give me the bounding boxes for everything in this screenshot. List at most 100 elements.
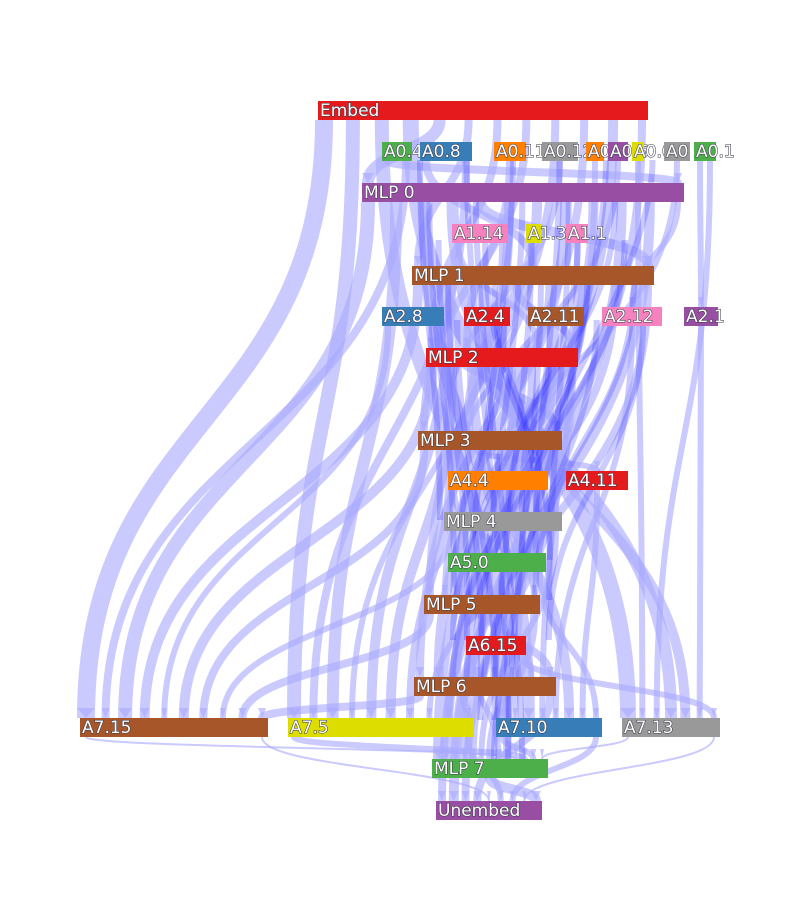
node-bar-a0_4 [382,142,412,161]
node-a2_12[interactable]: A2.12 [602,306,662,328]
node-bar-a2_8 [382,307,444,326]
dense-link [546,199,572,601]
link-a5_0-to-a7_10 [537,571,599,719]
link-arrow-mlp5-to-a7_5 [444,708,453,718]
link-a4_4-to-mlp5 [451,489,537,596]
link-arrow-a7_13-to-mlp7 [540,749,544,759]
node-a1_3[interactable]: A1.3 [526,223,567,245]
link-a2_8-to-a7_15 [161,325,391,719]
link-arrow-mlp3-to-a7_5 [406,708,414,718]
node-label-mlp3: MLP 3 [420,431,471,451]
node-a0_4[interactable]: A0.4 [382,141,423,163]
link-arrow-a2_12-to-a7_10 [552,708,559,718]
link-arrow-mlp2-to-a7_15 [178,708,189,718]
node-bar-a7_10 [496,718,602,737]
node-bar-a0_12 [542,142,578,161]
node-label-a7_10: A7.10 [498,718,547,738]
link-arrow-a0_2-to-a7_10 [512,708,519,718]
node-a0_x[interactable]: A0 [664,141,690,163]
node-mlp4[interactable]: MLP 4 [444,511,562,533]
link-a0_1-to-a2_1 [697,160,704,308]
dense-link [518,239,628,561]
node-a7_10[interactable]: A7.10 [496,717,602,739]
node-mlp1[interactable]: MLP 1 [412,265,654,287]
link-arrow-embed-to-unembed [438,791,446,801]
dense-link [482,239,539,521]
node-a2_4[interactable]: A2.4 [464,306,510,328]
node-bar-a0_11 [494,142,526,161]
node-label-a1_14: A1.14 [454,224,503,244]
link-arrow-a1_3-to-mlp3 [487,421,493,431]
node-label-a0_1: A0.1 [696,142,735,162]
link-arrow-mlp7-to-unembed [531,791,541,801]
node-mlp5[interactable]: MLP 5 [424,594,540,616]
node-label-a2_1: A2.1 [686,307,725,327]
link-arrow-a4_4-to-mlp5 [531,585,537,595]
node-a6_15[interactable]: A6.15 [466,635,526,657]
node-bar-a1_1 [566,224,588,243]
link-arrow-a7_10-to-mlp7 [530,749,537,759]
link-a0_0-to-a7_13 [635,160,646,719]
node-bar-mlp0 [362,183,684,202]
node-label-mlp7: MLP 7 [434,759,485,779]
link-mlp0-to-a2_12 [629,201,681,308]
link-arrow-a7_5-to-unembed [497,791,504,801]
dense-link [435,239,471,601]
link-arrow-embed-to-a7_13 [620,708,636,718]
link-arrow-mlp5-to-a7_15 [238,708,247,718]
node-bar-a7_13 [622,718,720,737]
link-arrow-mlp6-to-a7_5 [464,708,472,718]
dense-link [450,319,507,601]
link-arrow-mlp1-to-a7_5 [366,708,377,718]
node-mlp0[interactable]: MLP 0 [362,182,684,204]
node-label-a0_4: A0.4 [384,142,423,162]
link-arrow-mlp2-to-a7_10 [564,708,575,718]
node-mlp6[interactable]: MLP 6 [414,676,556,698]
node-a0_1[interactable]: A0.1 [694,141,735,163]
node-a0_8[interactable]: A0.8 [420,141,472,163]
node-mlp3[interactable]: MLP 3 [418,430,562,452]
link-arrow-a4_11-to-a7_10 [579,708,586,718]
node-label-embed: Embed [320,101,379,121]
link-arrow-mlp0-to-mlp2 [497,338,507,348]
links-layer [77,118,717,804]
node-a7_13[interactable]: A7.13 [622,717,720,739]
node-a1_14[interactable]: A1.14 [452,223,508,245]
node-a1_1[interactable]: A1.1 [566,223,607,245]
node-label-mlp5: MLP 5 [426,595,477,615]
node-a0_0[interactable]: A0.0 [632,141,673,163]
link-arrow-mlp2-to-a7_5 [385,708,396,718]
node-a0_11[interactable]: A0.11 [494,141,546,163]
link-arrow-a0_0-to-a7_13 [639,708,646,718]
node-unembed[interactable]: Unembed [436,800,542,822]
node-a2_8[interactable]: A2.8 [382,306,444,328]
node-mlp2[interactable]: MLP 2 [426,347,578,369]
link-embed-to-a7_15 [77,119,333,719]
link-arrow-mlp6-to-a7_15 [258,708,266,718]
node-label-a1_1: A1.1 [568,224,607,244]
link-arrow-a7_15-to-unembed [487,791,491,801]
link-arrow-a5_0-to-a7_10 [593,708,599,718]
node-a5_0[interactable]: A5.0 [448,552,546,574]
node-label-mlp2: MLP 2 [428,348,479,368]
node-a2_11[interactable]: A2.11 [528,306,584,328]
node-bar-mlp6 [414,677,556,696]
node-label-mlp4: MLP 4 [446,512,497,532]
link-mlp1-to-a7_15 [139,284,423,719]
node-a0_12[interactable]: A0.12 [542,141,594,163]
node-mlp7[interactable]: MLP 7 [432,758,548,780]
node-a2_1[interactable]: A2.1 [684,306,725,328]
node-a4_4[interactable]: A4.4 [448,470,548,492]
node-label-mlp6: MLP 6 [416,677,467,697]
dense-link [532,279,637,601]
node-a4_11[interactable]: A4.11 [566,470,628,492]
node-bar-a2_4 [464,307,510,326]
node-embed[interactable]: Embed [318,100,648,122]
node-a7_5[interactable]: A7.5 [288,717,474,739]
link-a7_5-to-mlp7 [291,734,528,762]
node-bar-a0_8 [420,142,472,161]
node-a7_15[interactable]: A7.15 [80,717,268,739]
link-arrow-mlp0-to-a2_12 [629,297,635,307]
